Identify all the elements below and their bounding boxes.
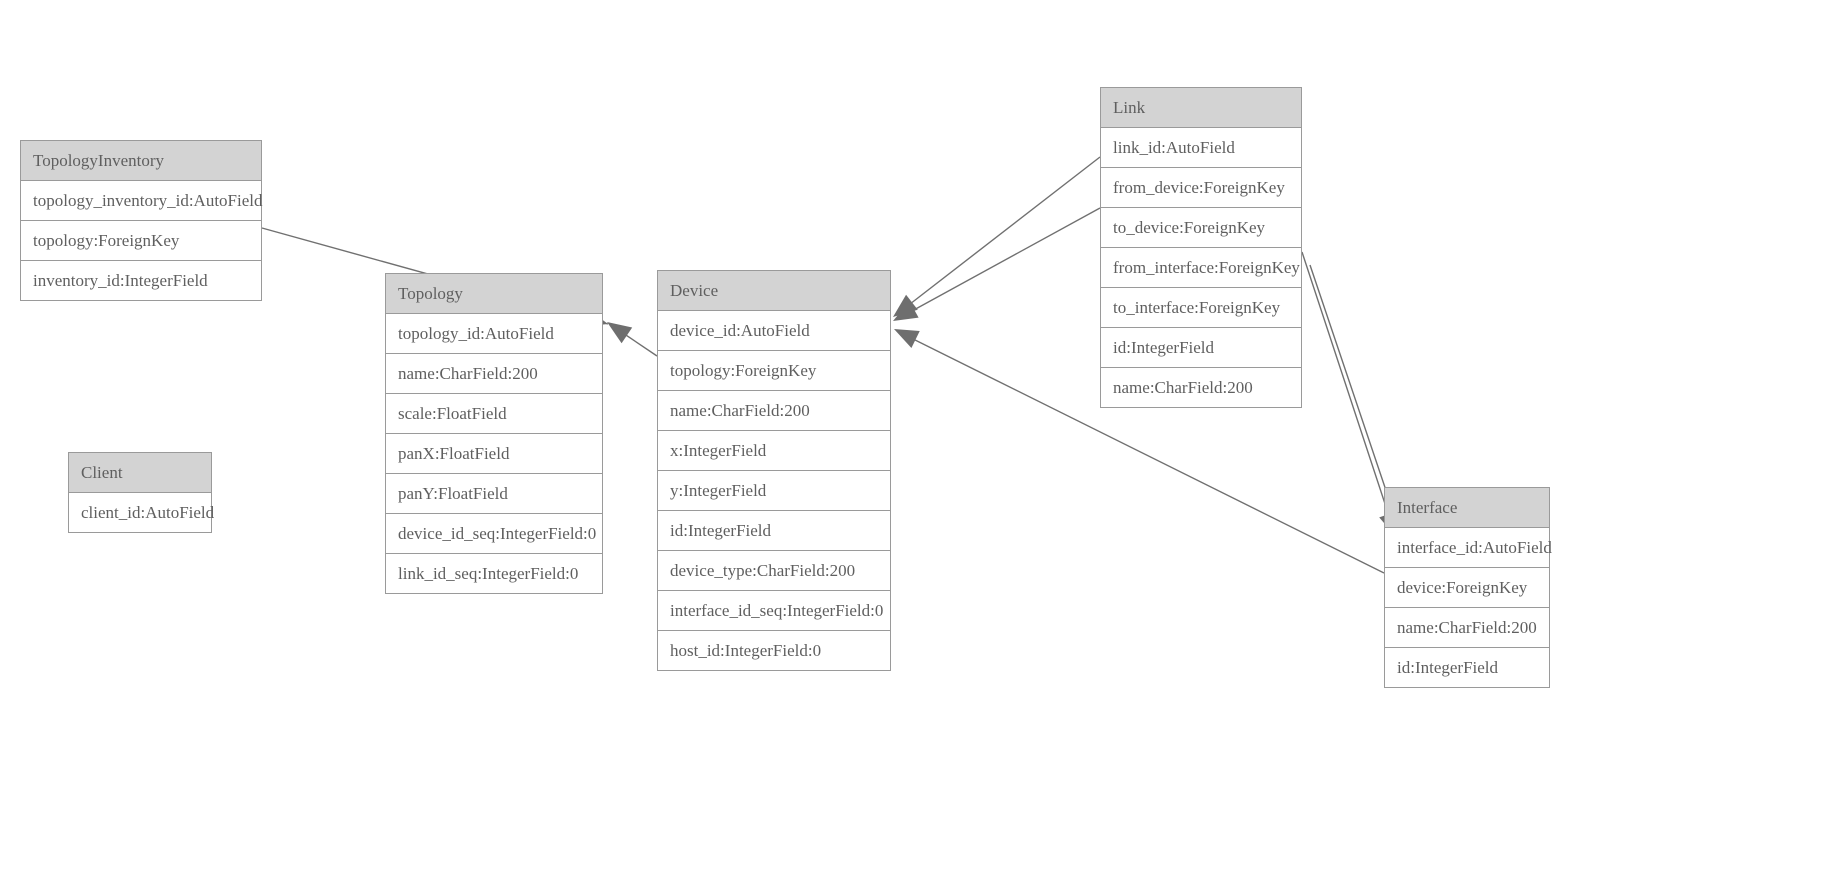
relation-line [900,207,1101,318]
entity-field-row[interactable]: device_id_seq:IntegerField:0 [386,514,602,554]
entity-field-row[interactable]: host_id:IntegerField:0 [658,631,890,670]
entity-header-link: Link [1101,88,1301,128]
entity-field-row[interactable]: link_id_seq:IntegerField:0 [386,554,602,593]
relation-link-from-device [893,156,1101,317]
relation-link-to-device [893,207,1101,321]
entity-field-row[interactable]: id:IntegerField [1101,328,1301,368]
relation-line [1301,251,1393,526]
entity-field-row[interactable]: interface_id:AutoField [1385,528,1552,568]
entity-field-row[interactable]: from_interface:ForeignKey [1101,248,1301,288]
entity-field-row[interactable]: topology_inventory_id:AutoField [21,181,263,221]
entity-field-row[interactable]: id:IntegerField [658,511,890,551]
entity-header-topology_inventory: TopologyInventory [21,141,261,181]
entity-field-row[interactable]: to_interface:ForeignKey [1101,288,1301,328]
relation-arrowhead [607,322,633,344]
entity-field-row[interactable]: panY:FloatField [386,474,602,514]
entity-field-row[interactable]: inventory_id:IntegerField [21,261,261,300]
entity-field-row[interactable]: interface_id_seq:IntegerField:0 [658,591,890,631]
entity-field-row[interactable]: device_id:AutoField [658,311,890,351]
entity-field-row[interactable]: name:CharField:200 [1101,368,1301,407]
relation-line [613,326,658,357]
entity-field-row[interactable]: client_id:AutoField [69,493,214,532]
entity-field-row[interactable]: id:IntegerField [1385,648,1549,687]
entity-header-interface: Interface [1385,488,1549,528]
entity-header-topology: Topology [386,274,602,314]
entity-header-device: Device [658,271,890,311]
entity-field-row[interactable]: from_device:ForeignKey [1101,168,1301,208]
entity-field-row[interactable]: topology:ForeignKey [21,221,261,261]
entity-field-row[interactable]: scale:FloatField [386,394,602,434]
relation-device-topology [607,322,658,357]
entity-field-row[interactable]: panX:FloatField [386,434,602,474]
entity-field-row[interactable]: device_type:CharField:200 [658,551,890,591]
relation-line [900,156,1101,312]
entity-field-list-client: client_id:AutoField [69,493,214,532]
entity-field-row[interactable]: topology_id:AutoField [386,314,602,354]
relation-arrowhead [894,329,920,349]
entity-field-row[interactable]: to_device:ForeignKey [1101,208,1301,248]
entity-field-row[interactable]: name:CharField:200 [386,354,602,394]
entity-field-row[interactable]: name:CharField:200 [658,391,890,431]
entity-header-client: Client [69,453,211,493]
relation-arrowhead [893,301,919,321]
entity-field-row[interactable]: x:IntegerField [658,431,890,471]
entity-field-row[interactable]: y:IntegerField [658,471,890,511]
relation-arrowhead [893,294,918,317]
entity-field-row[interactable]: topology:ForeignKey [658,351,890,391]
entity-field-row[interactable]: name:CharField:200 [1385,608,1549,648]
entity-field-row[interactable]: device:ForeignKey [1385,568,1549,608]
entity-field-row[interactable]: link_id:AutoField [1101,128,1301,168]
